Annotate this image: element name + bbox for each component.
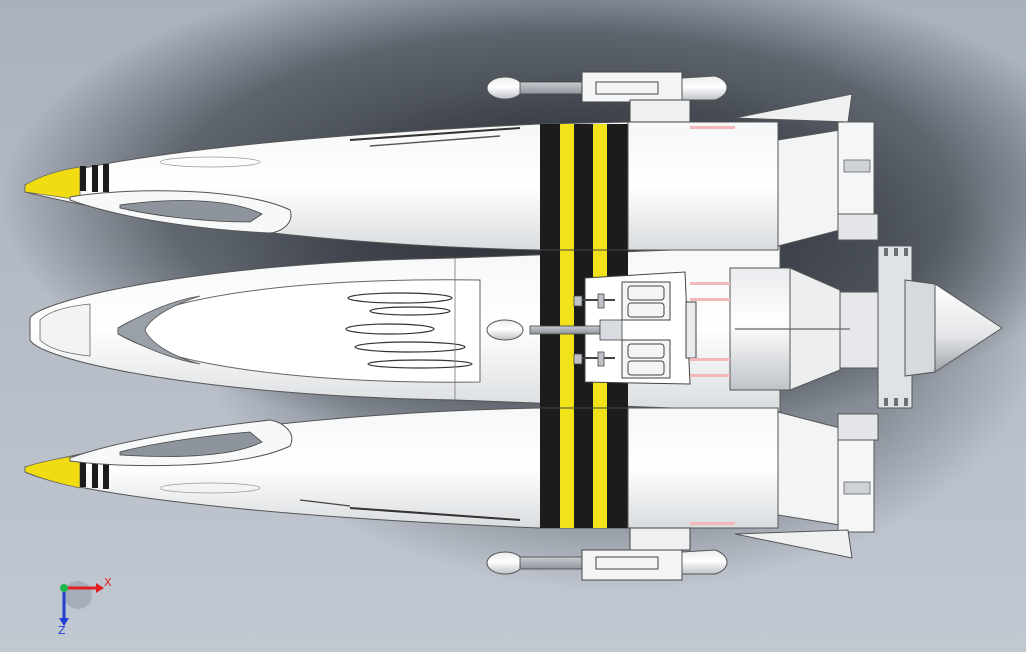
main-engine xyxy=(729,245,1003,409)
z-axis-arrowhead xyxy=(59,618,69,626)
top-wing-pontoon xyxy=(24,121,631,251)
z-axis-label: Z xyxy=(58,624,66,637)
x-axis-arrowhead xyxy=(96,583,104,593)
triad-hub xyxy=(64,581,92,609)
y-axis-dot xyxy=(60,584,68,592)
orientation-triad[interactable]: X Z xyxy=(58,576,112,637)
center-turret xyxy=(486,271,730,385)
rear-body xyxy=(627,93,879,559)
top-gun-pod xyxy=(486,71,735,129)
x-axis-label: X xyxy=(104,576,112,589)
bottom-gun-pod xyxy=(486,522,735,581)
bottom-wing-pontoon xyxy=(24,407,631,529)
